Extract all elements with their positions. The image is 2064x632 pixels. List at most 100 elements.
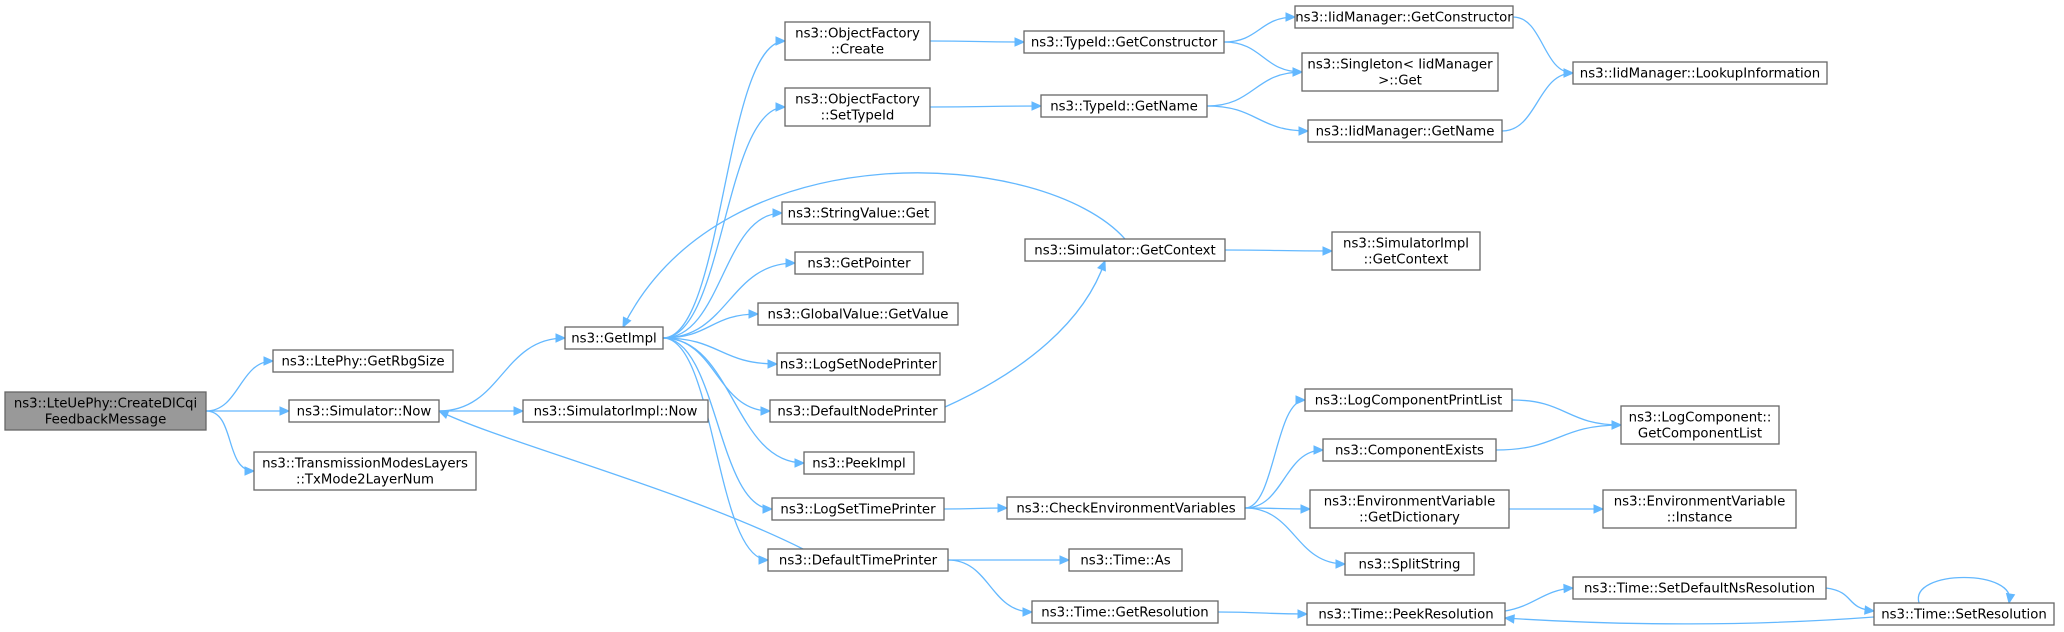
node-timesetdefns[interactable]: ns3::Time::SetDefaultNsResolution (1572, 576, 1827, 600)
node-tidgetctor[interactable]: ns3::TypeId::GetConstructor (1023, 30, 1225, 54)
edge-ofsettypeid-to-tidgetname (929, 105, 1042, 108)
node-splitstring[interactable]: ns3::SplitString (1344, 552, 1475, 576)
node-stringget[interactable]: ns3::StringValue::Get (781, 201, 936, 225)
node-label: ns3::TransmissionModesLayers (262, 457, 468, 472)
node-label: ns3::TypeId::GetName (1050, 100, 1198, 115)
node-box (253, 451, 477, 491)
node-box (771, 497, 945, 521)
node-box (1068, 548, 1183, 572)
node-iidgetname[interactable]: ns3::IidManager::GetName (1307, 119, 1503, 143)
node-label: ns3::DefaultTimePrinter (779, 554, 938, 569)
edge-arrowhead (758, 555, 770, 565)
edge-checkenv-to-compexists (1244, 449, 1324, 509)
edge-getimpl-to-peekimpl (662, 337, 805, 464)
node-simnow[interactable]: ns3::Simulator::Now (288, 399, 440, 423)
node-gvgetvalue[interactable]: ns3::GlobalValue::GetValue (757, 302, 959, 326)
node-label: GetComponentList (1638, 427, 1762, 442)
node-deftimeprinter[interactable]: ns3::DefaultTimePrinter (767, 548, 949, 572)
node-label: ns3::LtePhy::GetRbgSize (282, 355, 445, 370)
edge-arrowhead (622, 316, 632, 329)
edges-layer (205, 12, 2016, 625)
node-logcompgetlist[interactable]: ns3::LogComponent::GetComponentList (1620, 405, 1780, 445)
node-envinstance[interactable]: ns3::EnvironmentVariable::Instance (1602, 489, 1797, 529)
node-tidgetname[interactable]: ns3::TypeId::GetName (1040, 94, 1208, 118)
node-label: ns3::EnvironmentVariable (1324, 495, 1496, 510)
node-compexists[interactable]: ns3::ComponentExists (1322, 438, 1497, 462)
edge-iidgetname-to-iidlookup (1501, 72, 1574, 132)
node-box (1040, 94, 1208, 118)
node-getpointer[interactable]: ns3::GetPointer (794, 251, 924, 275)
node-checkenv[interactable]: ns3::CheckEnvironmentVariables (1006, 496, 1246, 520)
node-logcompprint[interactable]: ns3::LogComponentPrintList (1304, 388, 1513, 412)
node-logsettime[interactable]: ns3::LogSetTimePrinter (771, 497, 945, 521)
node-iidlookup[interactable]: ns3::IidManager::LookupInformation (1572, 61, 1828, 85)
node-label: ns3::SplitString (1359, 558, 1461, 573)
edge-arrowhead (1059, 555, 1071, 565)
node-label: ns3::SimulatorImpl::Now (534, 405, 698, 420)
node-label: ::TxMode2LayerNum (296, 473, 434, 488)
edge-getimpl-to-ofcreate (662, 40, 786, 339)
node-peekimpl[interactable]: ns3::PeekImpl (803, 451, 915, 475)
node-singleton[interactable]: ns3::Singleton< IidManager>::Get (1301, 52, 1499, 92)
node-simgetctx[interactable]: ns3::Simulator::GetContext (1024, 238, 1226, 262)
edge-root-to-getrbgsize (205, 360, 274, 412)
node-label: ns3::SimulatorImpl (1343, 237, 1469, 252)
node-box (781, 201, 936, 225)
node-box (1620, 405, 1780, 445)
node-box (1024, 238, 1226, 262)
edge-arrowhead (785, 258, 797, 268)
edge-timegetres-to-timepeekres (1217, 611, 1308, 615)
node-timesetres[interactable]: ns3::Time::SetResolution (1873, 602, 2055, 626)
node-box (1331, 231, 1481, 271)
node-label: ns3::Time::SetDefaultNsResolution (1584, 582, 1815, 597)
edge-simnow-to-getimpl (438, 337, 566, 412)
node-label: ns3::PeekImpl (812, 457, 905, 472)
edge-arrowhead (748, 309, 760, 319)
node-defnodeprinter[interactable]: ns3::DefaultNodePrinter (769, 399, 946, 423)
edge-logcompprint-to-logcompgetlist (1511, 399, 1622, 426)
node-box (1294, 5, 1514, 29)
edge-arrowhead (437, 410, 450, 419)
node-timeas[interactable]: ns3::Time::As (1068, 548, 1183, 572)
edge-arrowhead (1503, 614, 1515, 624)
node-label: ns3::IidManager::GetName (1316, 125, 1495, 140)
node-getrbgsize[interactable]: ns3::LtePhy::GetRbgSize (272, 349, 454, 373)
node-txmode[interactable]: ns3::TransmissionModesLayers::TxMode2Lay… (253, 451, 477, 491)
node-label: ns3::IidManager::GetConstructor (1295, 11, 1513, 26)
edge-arrowhead (762, 504, 774, 514)
node-logsetnode[interactable]: ns3::LogSetNodePrinter (776, 352, 941, 376)
node-box (1307, 119, 1503, 143)
edge-getimpl-to-ofsettypeid (662, 106, 786, 339)
node-box (1301, 52, 1499, 92)
node-label: ns3::GetImpl (571, 332, 656, 347)
edge-arrowhead (2005, 592, 2016, 605)
edge-timesetres-to-timepeekres (1504, 616, 1875, 625)
node-label: ::SetTypeId (821, 109, 895, 124)
edge-arrowhead (794, 458, 806, 468)
node-ofcreate[interactable]: ns3::ObjectFactory::Create (784, 21, 931, 61)
node-simimplctx[interactable]: ns3::SimulatorImpl::GetContext (1331, 231, 1481, 271)
edge-ofcreate-to-tidgetctor (929, 40, 1025, 43)
node-label: ns3::LogComponent:: (1629, 411, 1772, 426)
node-simimplnow[interactable]: ns3::SimulatorImpl::Now (522, 399, 709, 423)
edge-simgetctx-to-getimpl (622, 172, 1126, 328)
node-label: ns3::Time::As (1080, 554, 1170, 569)
node-label: ns3::GlobalValue::GetValue (768, 308, 949, 323)
edge-tidgetctor-to-singleton (1223, 41, 1303, 73)
node-envgetdict[interactable]: ns3::EnvironmentVariable::GetDictionary (1309, 489, 1510, 529)
node-timepeekres[interactable]: ns3::Time::PeekResolution (1306, 602, 1506, 626)
node-iidgetctor[interactable]: ns3::IidManager::GetConstructor (1294, 5, 1514, 29)
edge-getimpl-to-logsetnode (662, 337, 778, 365)
edge-arrowhead (1097, 259, 1106, 272)
node-box (1023, 30, 1225, 54)
edge-getimpl-to-getpointer (662, 262, 796, 339)
node-ofsettypeid[interactable]: ns3::ObjectFactory::SetTypeId (784, 87, 931, 127)
node-box (272, 349, 454, 373)
node-root[interactable]: ns3::LteUePhy::CreateDlCqiFeedbackMessag… (4, 391, 207, 431)
node-label: ns3::GetPointer (807, 257, 911, 272)
edge-arrowhead (775, 102, 787, 112)
node-timegetres[interactable]: ns3::Time::GetResolution (1031, 600, 1219, 624)
edge-arrowhead (760, 406, 772, 416)
node-getimpl[interactable]: ns3::GetImpl (564, 326, 664, 350)
edge-getimpl-to-deftimeprinter (662, 337, 769, 561)
